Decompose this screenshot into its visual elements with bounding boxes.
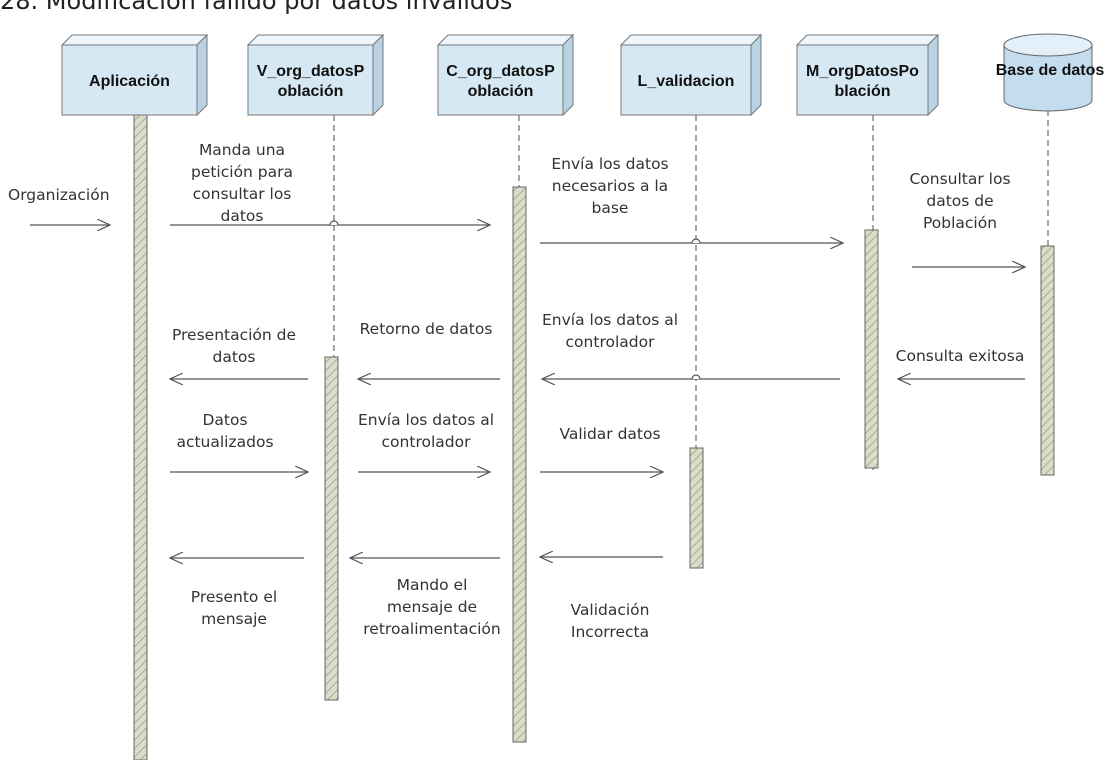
message-m5: Consulta exitosa xyxy=(896,347,1025,379)
participant-model-label: blación xyxy=(834,83,890,100)
message-label: datos xyxy=(213,348,256,366)
participant-ctrl-label: oblación xyxy=(468,83,534,100)
message-label: Validación xyxy=(571,601,650,619)
message-label: Validar datos xyxy=(559,425,660,443)
message-label: Envía los datos xyxy=(551,155,668,173)
activation-bar-view xyxy=(324,356,339,701)
message-m9: Datos actualizados xyxy=(170,411,308,472)
activation-bar-logic xyxy=(689,447,704,569)
message-m11: Validar datos xyxy=(540,425,663,472)
message-m1: Organización xyxy=(8,186,110,225)
message-label: Datos xyxy=(202,411,247,429)
message-m3: Envía los datos necesarios a la base xyxy=(540,155,843,243)
message-label: Incorrecta xyxy=(571,623,649,641)
message-label: datos de xyxy=(926,192,993,210)
message-m14: Presento el mensaje xyxy=(170,558,304,628)
message-label: Mando el xyxy=(397,576,468,594)
participant-logic-label: L_validacion xyxy=(638,73,735,90)
message-label: Consultar los xyxy=(909,170,1010,188)
message-label: retroalimentación xyxy=(363,620,500,638)
message-m6: Envía los datos al controlador xyxy=(542,311,840,379)
participant-ctrl: C_org_datosP oblación xyxy=(436,33,575,117)
message-label: controlador xyxy=(382,433,472,451)
activation-bar-model xyxy=(864,229,879,469)
message-label: Manda una xyxy=(199,141,285,159)
message-label: Retorno de datos xyxy=(360,320,493,338)
message-m10: Envía los datos al controlador xyxy=(358,411,494,472)
activation-bar-ctrl xyxy=(512,186,527,743)
participant-logic: L_validacion xyxy=(619,33,763,117)
message-label: consultar los xyxy=(193,185,292,203)
message-m13: Mando el mensaje de retroalimentación xyxy=(350,558,501,638)
message-label: necesarios a la xyxy=(552,177,668,195)
message-m8: Presentación de datos xyxy=(170,326,308,379)
activation-bar-db xyxy=(1040,245,1055,476)
message-label: Envía los datos al xyxy=(358,411,494,429)
participant-model-label: M_orgDatosPo xyxy=(806,63,919,80)
message-m4: Consultar los datos de Población xyxy=(909,170,1025,267)
message-label: Presentación de xyxy=(172,326,296,344)
message-label: actualizados xyxy=(176,433,273,451)
participant-ctrl-label: C_org_datosP xyxy=(446,63,555,80)
participant-app: Aplicación xyxy=(60,33,209,117)
message-label: Presento el xyxy=(191,588,277,606)
message-label: controlador xyxy=(566,333,656,351)
participant-view-label: V_org_datosP xyxy=(257,63,365,80)
participant-view-label: oblación xyxy=(278,83,344,100)
message-label: petición para xyxy=(191,163,293,181)
participant-model: M_orgDatosPo blación xyxy=(795,33,940,117)
message-m2: Manda una petición para consultar los datos xyxy=(170,141,490,225)
message-label: Envía los datos al xyxy=(542,311,678,329)
message-label: mensaje xyxy=(201,610,267,628)
message-label: datos xyxy=(221,207,264,225)
activation-bar-app xyxy=(133,107,148,760)
participant-db-label: Base de datos xyxy=(996,62,1105,79)
message-label: mensaje de xyxy=(387,598,477,616)
participant-db: Base de datos xyxy=(996,33,1105,112)
participant-app-label: Aplicación xyxy=(89,73,170,90)
message-m7: Retorno de datos xyxy=(358,320,500,379)
message-label: base xyxy=(592,199,629,217)
message-label: Organización xyxy=(8,186,110,204)
message-label: Población xyxy=(923,214,997,232)
diagram-title: 28. Modificación fallido por datos invál… xyxy=(0,0,513,15)
participant-view: V_org_datosP oblación xyxy=(246,33,385,117)
message-label: Consulta exitosa xyxy=(896,347,1025,365)
